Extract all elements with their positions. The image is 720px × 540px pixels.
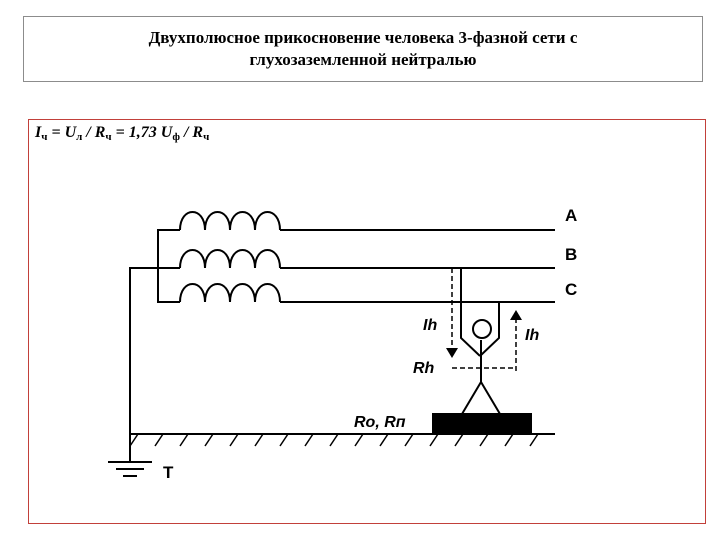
- title-line-1: Двухполюсное прикосновение человека 3-фа…: [148, 28, 578, 47]
- formula-r-sub2: ч: [203, 131, 210, 143]
- winding-a: [179, 211, 281, 231]
- formula-uf-sub: ф: [172, 131, 180, 143]
- formula-r-sub1: ч: [105, 131, 112, 143]
- star-connection: [157, 229, 180, 303]
- person-legs: [461, 380, 501, 415]
- formula-div1: / R: [82, 124, 106, 141]
- transformer-ground-label: T: [163, 463, 174, 482]
- current-right-label: Ih: [525, 327, 539, 344]
- slide-title: Двухполюсное прикосновение человека 3-фа…: [23, 16, 703, 82]
- current-left-label: Ih: [423, 317, 437, 334]
- winding-b: [179, 249, 281, 269]
- body-resistance-label: Rh: [413, 360, 435, 377]
- arrowhead-right: [510, 310, 522, 320]
- current-formula: Iч = Uл / Rч = 1,73 Uф / Rч: [35, 124, 209, 143]
- formula-eq2: = 1,73 U: [111, 124, 173, 141]
- formula-i-sub: ч: [41, 131, 48, 143]
- phase-b-label: B: [565, 245, 577, 264]
- formula-i: I: [35, 124, 42, 141]
- winding-c: [179, 283, 281, 303]
- phase-c-label: C: [565, 280, 577, 299]
- formula-eq1: = U: [47, 124, 77, 141]
- formula-ul-sub: л: [76, 131, 83, 143]
- ground-hatching: [129, 433, 539, 447]
- arrowhead-left: [446, 348, 458, 358]
- person-head: [472, 319, 492, 339]
- neutral-wire: [129, 267, 158, 462]
- phase-a-label: A: [565, 206, 577, 225]
- formula-div2: / R: [179, 124, 204, 141]
- contact-b: [460, 268, 481, 357]
- diagram-frame: [28, 119, 706, 524]
- contact-c: [479, 302, 500, 357]
- floor-plate: [432, 413, 532, 434]
- ground-resistance-label: Ro, Rп: [354, 414, 406, 431]
- title-line-2: глухозаземленной нейтралью: [249, 50, 477, 69]
